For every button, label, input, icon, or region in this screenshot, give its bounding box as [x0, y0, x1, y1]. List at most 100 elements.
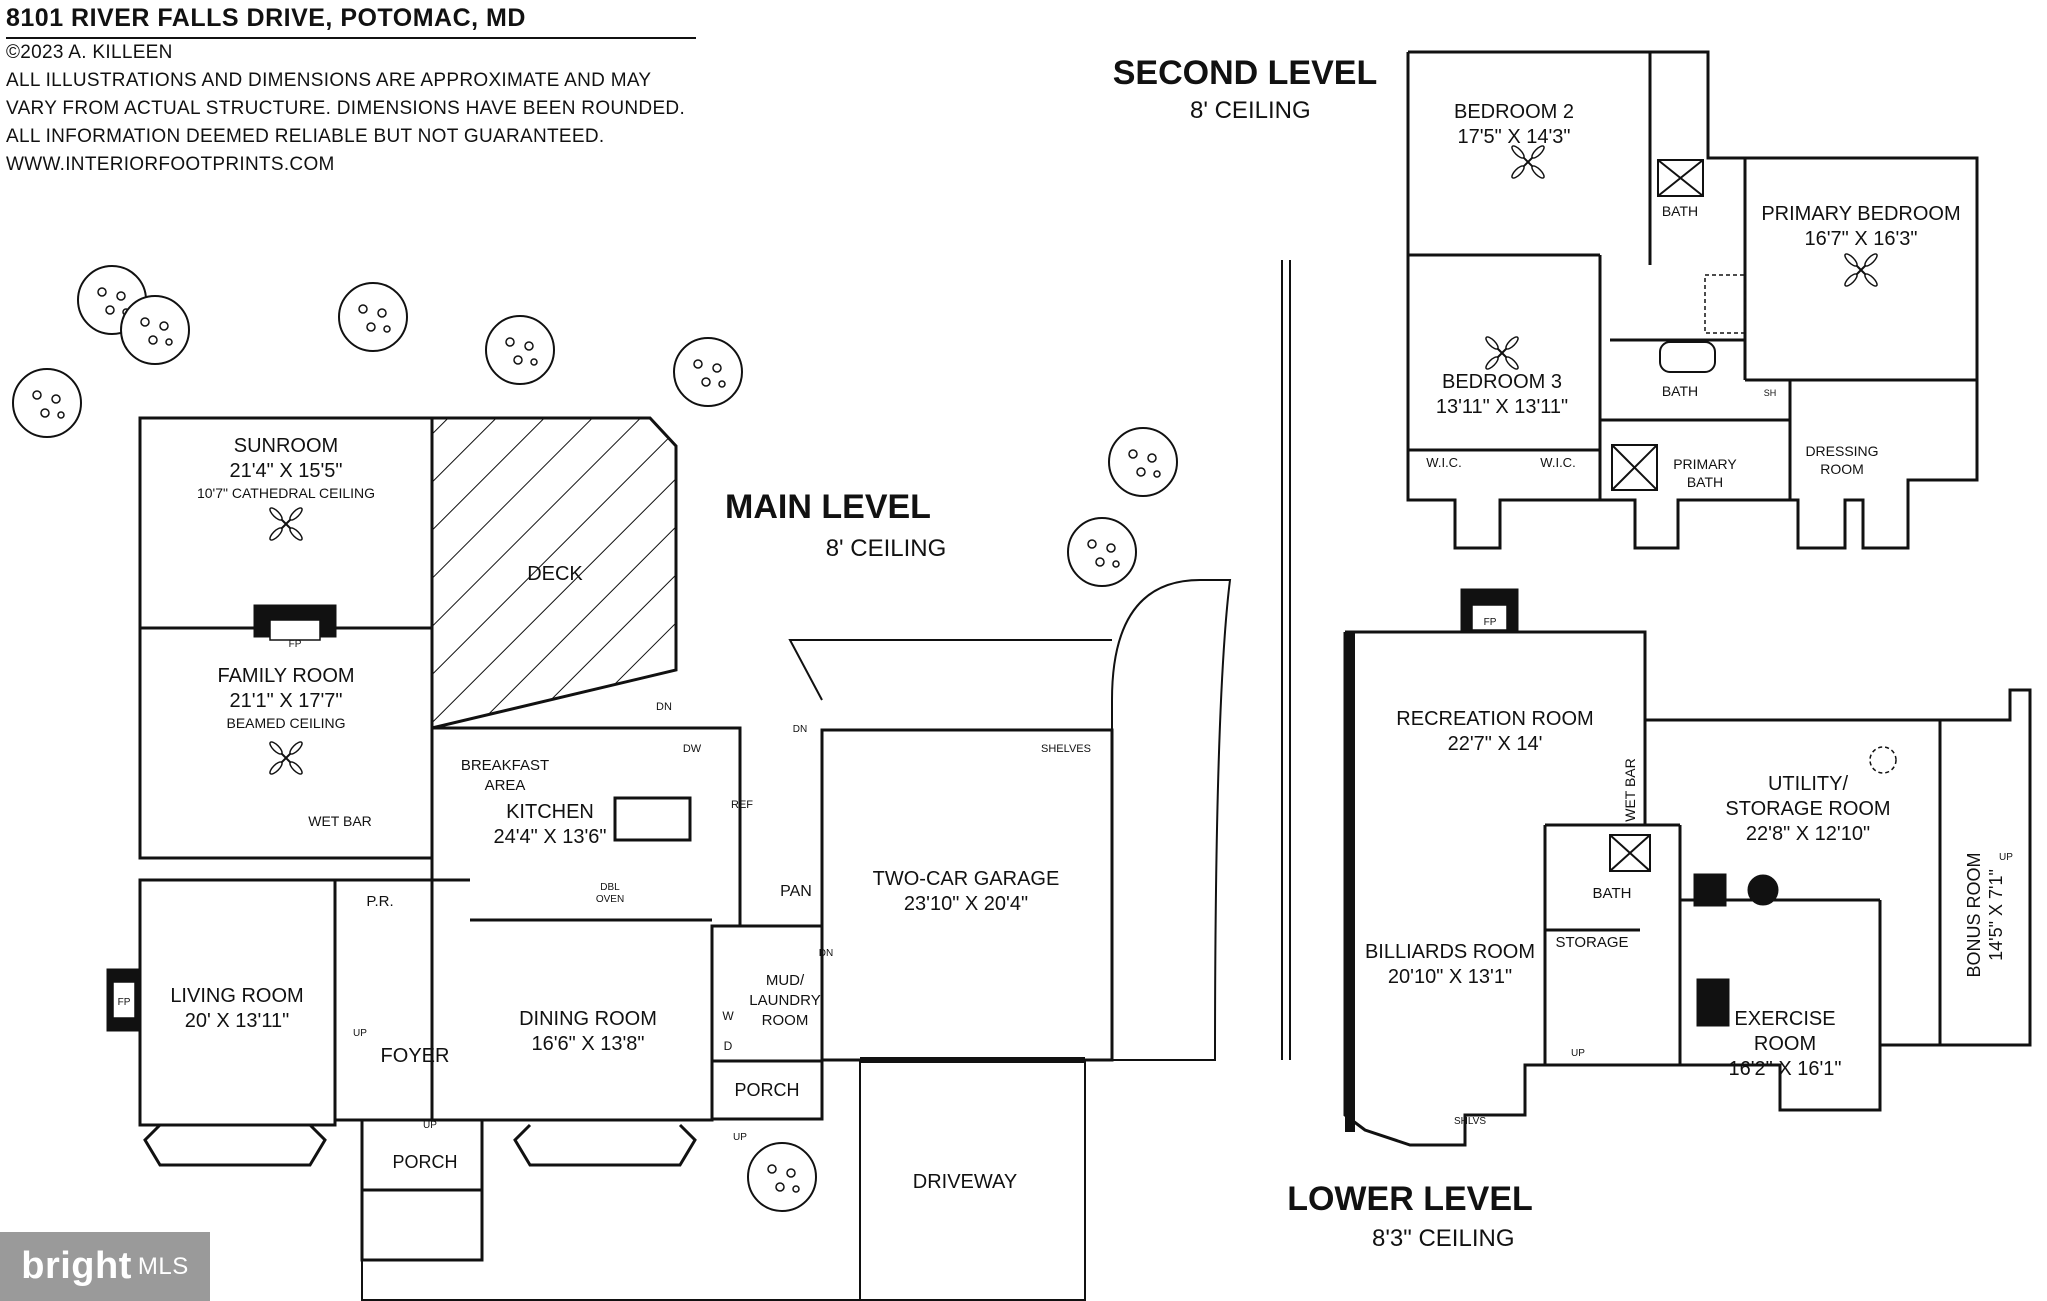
- bonus-room-name: BONUS ROOM: [1964, 852, 1984, 977]
- recreation-room-dims: 22'7" X 14': [1448, 733, 1543, 755]
- mud-label-3: ROOM: [762, 1012, 809, 1029]
- pantry-label: PAN: [780, 883, 812, 900]
- mud-label-1: MUD/: [766, 972, 805, 989]
- second-level-title: SECOND LEVEL: [1113, 54, 1377, 92]
- kitchen-name: KITCHEN: [506, 801, 594, 823]
- lower-level-title: LOWER LEVEL: [1287, 1180, 1533, 1218]
- shower-label: SH: [1764, 388, 1777, 398]
- disclaimer-line-3: ALL INFORMATION DEEMED RELIABLE BUT NOT …: [6, 126, 605, 147]
- primary-bath-top-label: BATH: [1662, 383, 1698, 399]
- logo-brand: bright: [21, 1245, 132, 1287]
- bright-mls-logo: bright MLS: [0, 1232, 210, 1301]
- header: 8101 RIVER FALLS DRIVE, POTOMAC, MD ©202…: [6, 4, 696, 179]
- front-porch-up: UP: [423, 1120, 437, 1131]
- lower-fp-label: FP: [1484, 617, 1497, 628]
- second-level-plan: [1406, 50, 1979, 550]
- lower-bath-label: BATH: [1593, 885, 1632, 902]
- lower-level-ceiling: 8'3" CEILING: [1372, 1225, 1515, 1252]
- garage-stair-dn: DN: [819, 948, 833, 959]
- main-level-plan: [106, 260, 1291, 1301]
- double-oven-label-2: OVEN: [596, 894, 624, 905]
- foyer-label: FOYER: [381, 1045, 450, 1067]
- address-title: 8101 RIVER FALLS DRIVE, POTOMAC, MD: [6, 4, 696, 39]
- primary-bedroom-name: PRIMARY BEDROOM: [1761, 203, 1960, 225]
- recreation-room-name: RECREATION ROOM: [1396, 708, 1593, 730]
- exercise-room-label-2: ROOM: [1754, 1033, 1816, 1055]
- main-level-labels: MAIN LEVEL 8' CEILING SUNROOM 21'4" X 15…: [118, 435, 1091, 1193]
- bonus-room-dims: 14'5" X 7'1": [1986, 869, 2006, 961]
- utility-label-1: UTILITY/: [1768, 773, 1848, 795]
- lower-wetbar-label: WET BAR: [1622, 758, 1638, 822]
- landscaping-trees: [12, 265, 1178, 1212]
- living-room-name: LIVING ROOM: [170, 985, 303, 1007]
- wic-bed3-left: W.I.C.: [1426, 455, 1461, 470]
- website-line: WWW.INTERIORFOOTPRINTS.COM: [6, 154, 335, 175]
- driveway-label: DRIVEWAY: [913, 1171, 1017, 1193]
- basement-stair-dn: DN: [793, 724, 807, 735]
- bedroom2-dims: 17'5" X 14'3": [1457, 126, 1570, 148]
- exercise-room-dims: 16'2" X 16'1": [1728, 1058, 1841, 1080]
- utility-label-2: STORAGE ROOM: [1725, 798, 1890, 820]
- hall-bath-label: BATH: [1662, 203, 1698, 219]
- sunroom-note: 10'7" CATHEDRAL CEILING: [197, 485, 375, 501]
- kitchen-dims: 24'4" X 13'6": [493, 826, 606, 848]
- utility-dims: 22'8" X 12'10": [1746, 823, 1870, 845]
- double-oven-label-1: DBL: [600, 882, 620, 893]
- family-room-name: FAMILY ROOM: [217, 665, 354, 687]
- deck-stair-dn: DN: [656, 701, 672, 713]
- disclaimer-line-1: ALL ILLUSTRATIONS AND DIMENSIONS ARE APP…: [6, 70, 652, 91]
- bedroom3-dims: 13'11" X 13'11": [1436, 396, 1568, 418]
- family-room-dims: 21'1" X 17'7": [229, 690, 342, 712]
- garage-name: TWO-CAR GARAGE: [873, 868, 1060, 890]
- powder-room-label: P.R.: [366, 893, 393, 910]
- dressing-room-label-2: ROOM: [1820, 461, 1864, 477]
- primary-bath-label-2: BATH: [1687, 474, 1723, 490]
- wetbar-label: WET BAR: [308, 813, 372, 829]
- logo-suffix: MLS: [137, 1252, 189, 1280]
- dressing-room-label-1: DRESSING: [1805, 443, 1878, 459]
- disclaimer-line-2: VARY FROM ACTUAL STRUCTURE. DIMENSIONS H…: [6, 98, 686, 119]
- sunroom-name: SUNROOM: [234, 435, 338, 457]
- main-level-ceiling: 8' CEILING: [826, 535, 947, 562]
- bonus-stair-up: UP: [1999, 852, 2013, 863]
- side-porch-up: UP: [733, 1132, 747, 1143]
- breakfast-label-2: AREA: [485, 777, 526, 794]
- lower-stair-up: UP: [1571, 1048, 1585, 1059]
- garage-dims: 23'10" X 20'4": [904, 893, 1028, 915]
- dining-room-name: DINING ROOM: [519, 1008, 657, 1030]
- dw-label: DW: [683, 743, 702, 755]
- bedroom3-name: BEDROOM 3: [1442, 371, 1562, 393]
- second-level-ceiling: 8' CEILING: [1190, 97, 1311, 124]
- copyright-line: ©2023 A. KILLEEN: [6, 42, 173, 63]
- second-level-labels: SECOND LEVEL 8' CEILING BEDROOM 2 17'5" …: [1113, 54, 1961, 490]
- foyer-stair-up: UP: [353, 1028, 367, 1039]
- washer-label: W: [722, 1009, 734, 1023]
- wic-bed3-right: W.I.C.: [1540, 455, 1575, 470]
- breakfast-label-1: BREAKFAST: [461, 757, 549, 774]
- dining-room-dims: 16'6" X 13'8": [531, 1033, 644, 1055]
- sunroom-dims: 21'4" X 15'5": [229, 460, 342, 482]
- deck-name: DECK: [527, 563, 583, 585]
- main-level-title: MAIN LEVEL: [725, 488, 931, 526]
- lower-storage-label: STORAGE: [1555, 934, 1628, 951]
- bedroom2-name: BEDROOM 2: [1454, 101, 1574, 123]
- exercise-room-label-1: EXERCISE: [1734, 1008, 1835, 1030]
- primary-bedroom-dims: 16'7" X 16'3": [1804, 228, 1917, 250]
- family-room-note: BEAMED CEILING: [226, 715, 345, 731]
- living-room-dims: 20' X 13'11": [185, 1010, 289, 1032]
- family-fp-label: FP: [289, 639, 302, 650]
- billiards-room-name: BILLIARDS ROOM: [1365, 941, 1535, 963]
- ref-label: REF: [731, 799, 753, 811]
- lower-level-plan: [1343, 588, 2032, 1147]
- billiards-room-dims: 20'10" X 13'1": [1388, 966, 1512, 988]
- garage-shelves-label: SHELVES: [1041, 743, 1091, 755]
- living-fp-label: FP: [118, 997, 131, 1008]
- front-porch-label: PORCH: [392, 1152, 457, 1172]
- shelves-label: SHLVS: [1454, 1116, 1486, 1127]
- lower-level-labels: LOWER LEVEL 8'3" CEILING FP RECREATION R…: [1287, 617, 2013, 1252]
- side-porch-label: PORCH: [734, 1080, 799, 1100]
- primary-bath-label-1: PRIMARY: [1673, 456, 1737, 472]
- dryer-label: D: [724, 1039, 733, 1053]
- mud-label-2: LAUNDRY: [749, 992, 820, 1009]
